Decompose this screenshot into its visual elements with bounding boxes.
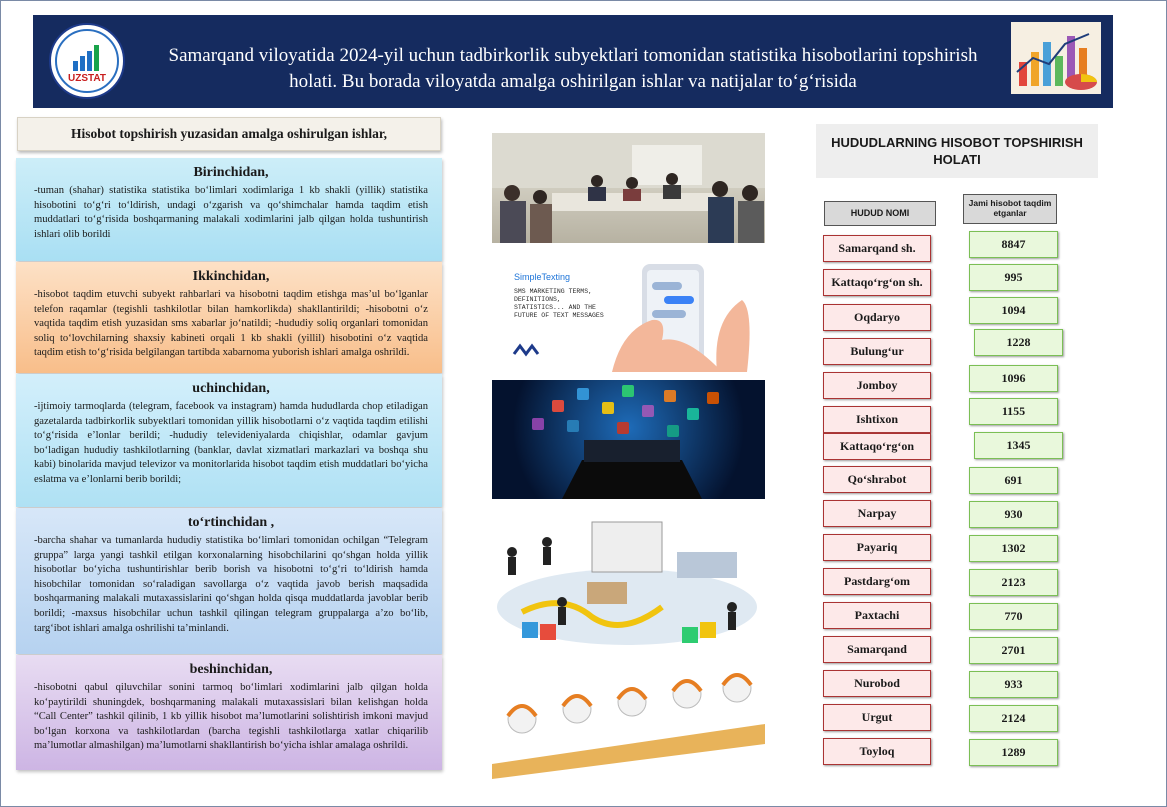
card-heading: Ikkinchidan, xyxy=(192,269,270,284)
subtitle-text: Hisobot topshirish yuzasidan amalga oshi… xyxy=(70,126,388,141)
card-first: Birinchidan, -tuman (shahar) statistika … xyxy=(16,158,442,261)
region-name: Narpay xyxy=(823,500,931,527)
region-name: Oqdaryo xyxy=(823,304,931,331)
region-value: 1228 xyxy=(974,329,1063,356)
works-subtitle: Hisobot topshirish yuzasidan amalga oshi… xyxy=(17,117,441,151)
region-name: Qo‘shrabot xyxy=(823,466,931,493)
card-text: -hisobotni qabul qiluvchilar sonini tarm… xyxy=(34,682,428,752)
sms-brand-text: SimpleTexting xyxy=(514,272,570,282)
card-text: -hisobot taqdim etuvchi subyekt rahbarla… xyxy=(34,289,428,359)
statistics-chart-image xyxy=(1011,22,1101,94)
card-fifth: beshinchidan, -hisobotni qabul qiluvchil… xyxy=(16,655,442,770)
region-value: 1289 xyxy=(969,739,1058,766)
card-text: -ijtimoiy tarmoqlarda (telegram, faceboo… xyxy=(34,401,428,485)
region-value: 930 xyxy=(969,501,1058,528)
region-value: 2123 xyxy=(969,569,1058,596)
region-value: 1155 xyxy=(969,398,1058,425)
region-name: Nurobod xyxy=(823,670,931,697)
page-title: Samarqand viloyatida 2024-yil uchun tadb… xyxy=(168,45,978,92)
card-heading: to‘rtinchidan , xyxy=(187,515,275,530)
region-name: Urgut xyxy=(823,704,931,731)
region-value: 2124 xyxy=(969,705,1058,732)
region-name: Jomboy xyxy=(823,372,931,399)
call-center-image xyxy=(492,664,765,779)
card-text: -tuman (shahar) statistika statistika bo… xyxy=(34,185,428,240)
regions-title: HUDUDLARNING HISOBOT TOPSHIRISH HOLATI xyxy=(816,124,1098,178)
uzstat-logo: UZSTAT xyxy=(49,23,125,99)
sms-marketing-image: SimpleTexting SMS MARKETING TERMS, DEFIN… xyxy=(492,260,765,372)
logistics-network-image xyxy=(492,512,765,650)
card-fourth: to‘rtinchidan , -barcha shahar va tumanl… xyxy=(16,508,442,654)
card-third: uchinchidan, -ijtimoiy tarmoqlarda (tele… xyxy=(16,374,442,507)
social-apps-image xyxy=(492,380,765,499)
region-name: Toyloq xyxy=(823,738,931,765)
region-value: 995 xyxy=(969,264,1058,291)
region-value: 1094 xyxy=(969,297,1058,324)
card-heading: Birinchidan, xyxy=(193,165,269,180)
region-value: 691 xyxy=(969,467,1058,494)
region-name: Paxtachi xyxy=(823,602,931,629)
region-value: 1302 xyxy=(969,535,1058,562)
region-value: 8847 xyxy=(969,231,1058,258)
region-value: 933 xyxy=(969,671,1058,698)
card-heading: beshinchidan, xyxy=(189,662,273,677)
card-heading: uchinchidan, xyxy=(192,381,270,396)
region-name: Kattaqo‘rg‘on xyxy=(823,433,931,460)
column-header-region: HUDUD NOMI xyxy=(824,201,936,226)
region-value: 1345 xyxy=(974,432,1063,459)
region-name: Samarqand xyxy=(823,636,931,663)
header-banner: UZSTAT Samarqand viloyatida 2024-yil uch… xyxy=(33,15,1113,108)
region-value: 2701 xyxy=(969,637,1058,664)
region-value: 770 xyxy=(969,603,1058,630)
sms-caption-text: SMS MARKETING TERMS, DEFINITIONS, STATIS… xyxy=(514,288,604,319)
region-value: 1096 xyxy=(969,365,1058,392)
region-name: Pastdarg‘om xyxy=(823,568,931,595)
card-text: -barcha shahar va tumanlarda hududiy sta… xyxy=(34,535,428,634)
region-name: Ishtixon xyxy=(823,406,931,433)
region-name: Bulung‘ur xyxy=(823,338,931,365)
column-header-total: Jami hisobot taqdim etganlar xyxy=(963,194,1057,224)
meeting-photo xyxy=(492,133,765,243)
logo-text: UZSTAT xyxy=(68,73,106,84)
card-second: Ikkinchidan, -hisobot taqdim etuvchi sub… xyxy=(16,262,442,373)
region-name: Samarqand sh. xyxy=(823,235,931,262)
region-name: Payariq xyxy=(823,534,931,561)
region-name: Kattaqo‘rg‘on sh. xyxy=(823,269,931,296)
